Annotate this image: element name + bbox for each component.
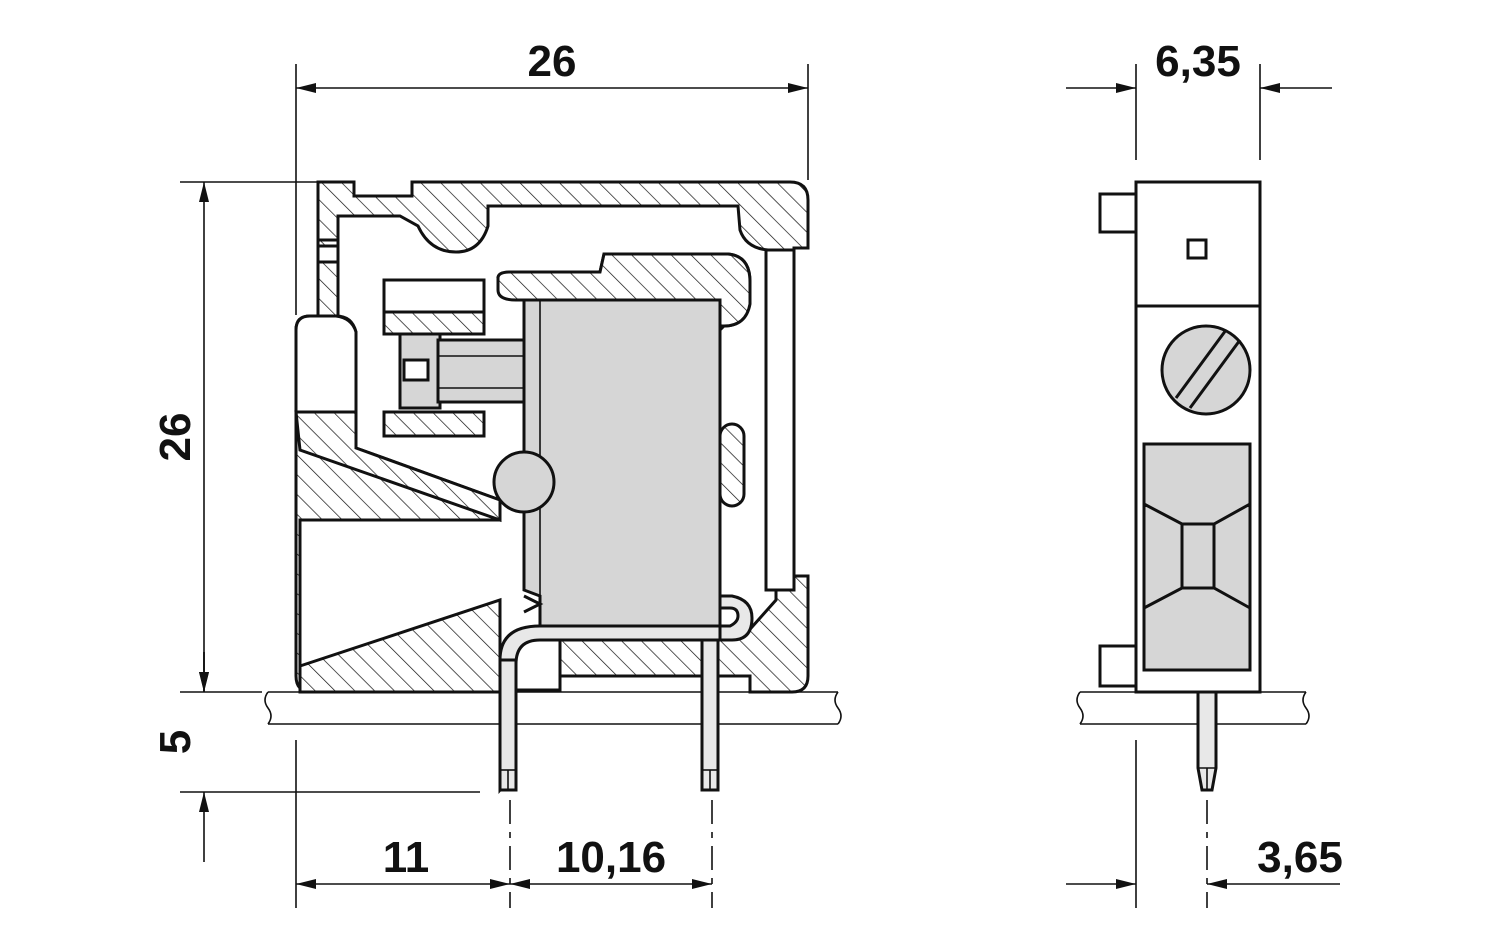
- square-marker: [1186, 238, 1208, 260]
- dimension-side-width: 6,35: [1066, 37, 1332, 160]
- dimension-side-pin-offset: 3,65: [1066, 740, 1343, 908]
- dimension-front-width-label: 26: [528, 37, 577, 86]
- side-view: 6,35: [1066, 37, 1343, 908]
- front-view: 26 26 5: [151, 37, 842, 908]
- dimension-pin-length-label: 5: [151, 730, 200, 754]
- side-pin: [1196, 690, 1218, 792]
- wire-entry: [1142, 442, 1252, 672]
- dimension-bottom: 11 10,16: [295, 740, 713, 908]
- dimension-pin-offset-label: 11: [383, 833, 430, 882]
- screw-head-icon: [1160, 324, 1252, 416]
- dimension-front-height: 26: [151, 181, 318, 693]
- dimension-front-width: 26: [295, 37, 809, 315]
- dimension-pin-length: 5: [151, 652, 480, 862]
- solder-pins: [498, 594, 754, 794]
- dimension-side-width-label: 6,35: [1155, 37, 1241, 86]
- dimension-front-height-label: 26: [151, 413, 200, 462]
- dimension-pin-pitch-label: 10,16: [556, 833, 666, 882]
- pcb-board-side: [1076, 691, 1310, 725]
- contact-body: [492, 298, 722, 628]
- dimension-side-pin-offset-label: 3,65: [1257, 833, 1343, 882]
- clamp-mechanism: [382, 278, 526, 438]
- pcb-board: [264, 691, 842, 725]
- side-housing: [1098, 180, 1262, 792]
